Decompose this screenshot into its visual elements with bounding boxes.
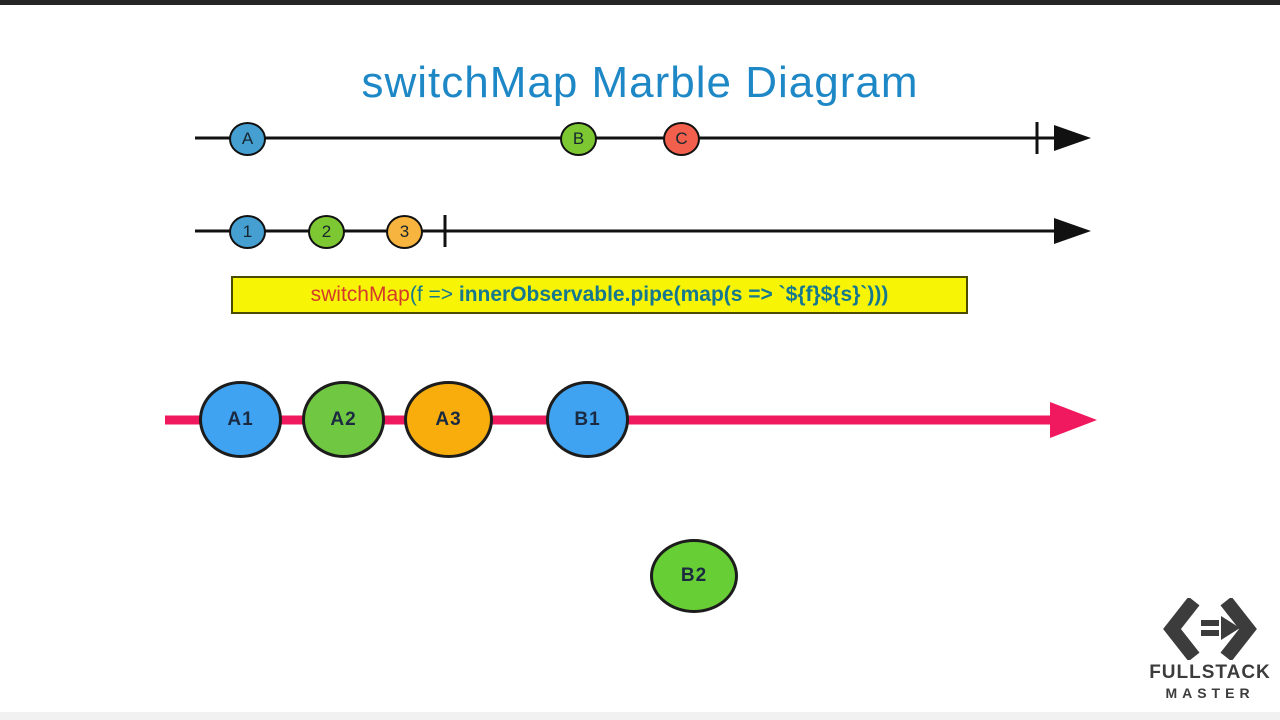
marble-a1: A1 <box>199 381 282 458</box>
marble-b1: B1 <box>546 381 629 458</box>
marble-1: 1 <box>229 215 266 249</box>
logo-equals-top <box>1201 620 1219 626</box>
logo-equals-bottom <box>1201 630 1219 636</box>
fullstack-master-arrow-icon <box>1163 598 1257 660</box>
marble-2-label: 2 <box>321 222 332 241</box>
marble-2: 2 <box>308 215 345 249</box>
logo-right-chevron-icon <box>1220 598 1257 660</box>
logo-left-chevron-icon <box>1163 598 1200 660</box>
code-operator-name: switchMap <box>310 283 410 306</box>
switchmap-code-snippet: switchMap(f => innerObservable.pipe(map(… <box>231 276 968 314</box>
inner-timeline-arrowhead-icon <box>1054 218 1091 244</box>
marble-b2: B2 <box>650 539 738 613</box>
marble-1-label: 1 <box>242 222 253 241</box>
marble-3: 3 <box>386 215 423 249</box>
marble-a3-label: A3 <box>435 408 462 430</box>
marble-b: B <box>560 122 597 156</box>
marble-a1-label: A1 <box>227 408 254 430</box>
marble-b1-label: B1 <box>574 408 601 430</box>
code-arrow-fn: (f => <box>409 283 459 306</box>
logo-text-fullstack: FULLSTACK <box>1149 662 1271 683</box>
marble-b-label: B <box>572 129 585 148</box>
letterbox-bottom-bar <box>0 712 1280 720</box>
code-inner-observable-expr: innerObservable.pipe(map(s => `${f}${s}`… <box>458 283 889 306</box>
marble-c-label: C <box>675 129 688 148</box>
marble-3-label: 3 <box>399 222 410 241</box>
logo-text-master: MASTER <box>1165 685 1255 701</box>
marble-a-label: A <box>241 129 254 148</box>
source-timeline-arrowhead-icon <box>1054 125 1091 151</box>
marble-a2: A2 <box>302 381 385 458</box>
letterbox-top-bar <box>0 0 1280 5</box>
logo-arrowhead-icon <box>1221 616 1240 640</box>
fullstack-master-logo: FULLSTACK MASTER <box>1140 598 1280 701</box>
marble-a2-label: A2 <box>330 408 357 430</box>
marble-a: A <box>229 122 266 156</box>
page-title: switchMap Marble Diagram <box>361 58 919 107</box>
output-timeline-arrowhead-icon <box>1050 402 1097 438</box>
marble-a3: A3 <box>404 381 493 458</box>
marble-b2-label: B2 <box>680 565 708 586</box>
marble-c: C <box>663 122 700 156</box>
